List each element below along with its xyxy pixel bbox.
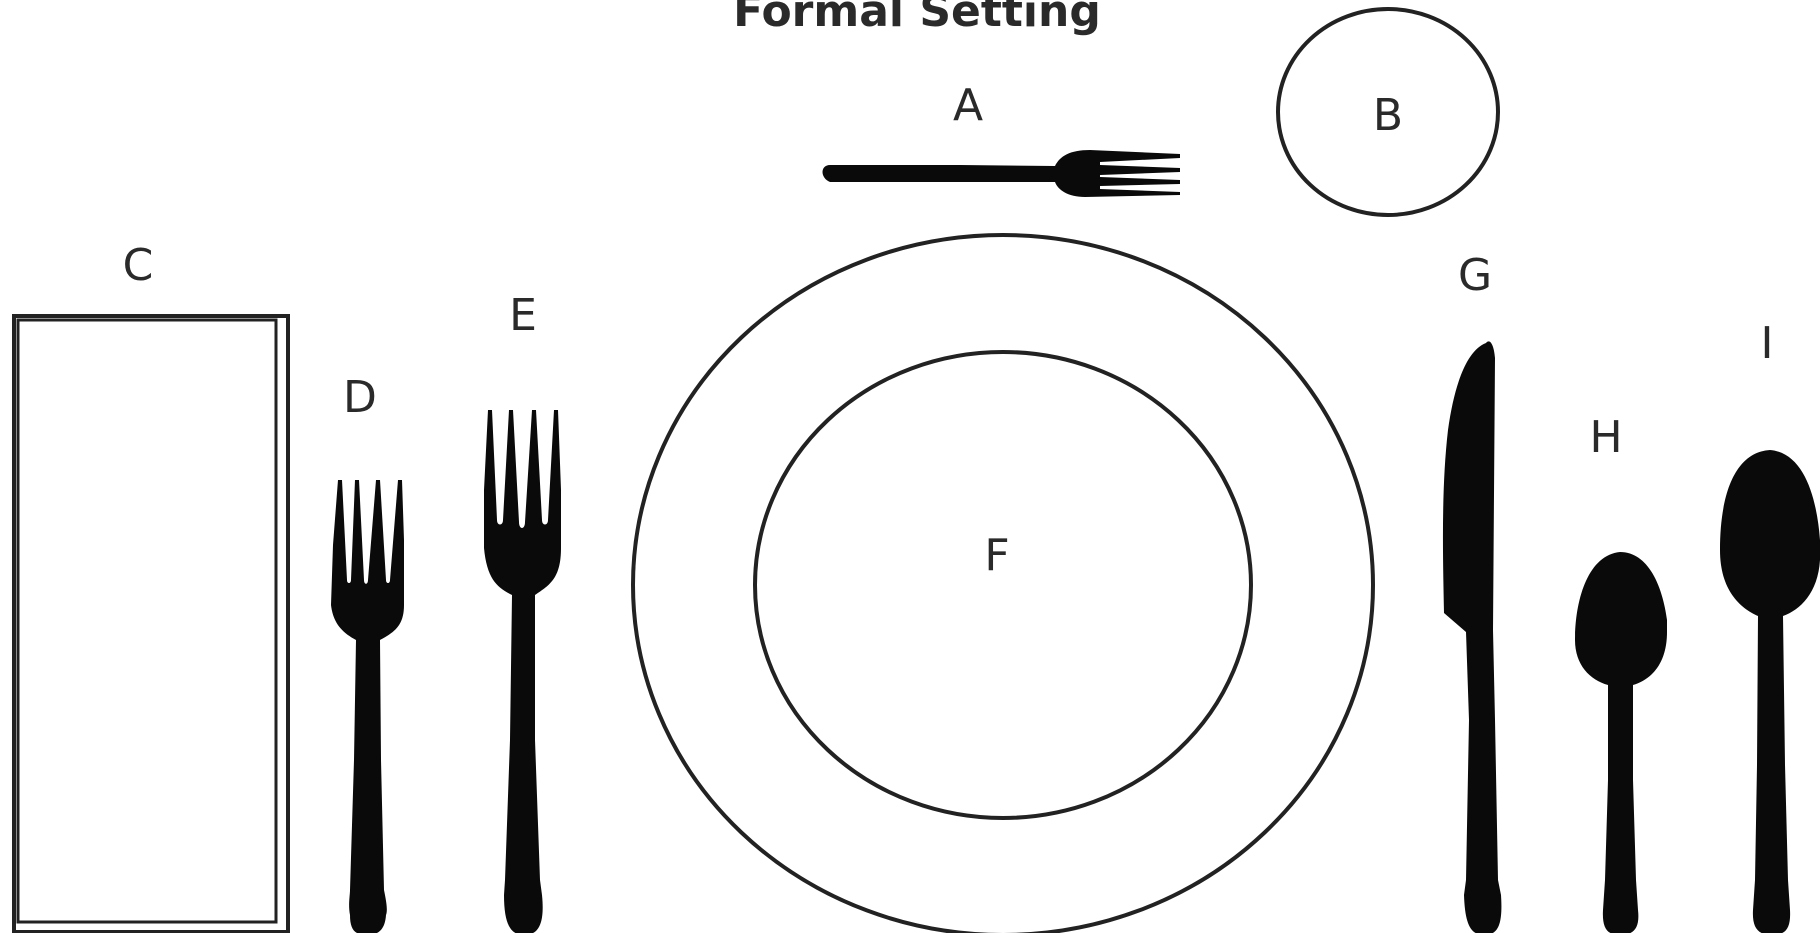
- label-a: A: [953, 80, 983, 131]
- diagram-title: Formal Setting: [733, 0, 1101, 37]
- label-h: H: [1589, 412, 1622, 463]
- label-e: E: [509, 290, 537, 341]
- teaspoon-h: [1575, 552, 1667, 933]
- label-d: D: [343, 372, 377, 423]
- salad-fork-d: [331, 480, 404, 933]
- napkin-c: [12, 314, 290, 933]
- dinner-fork-e: [484, 410, 561, 933]
- knife-g: [1442, 341, 1502, 933]
- soup-spoon-i: [1720, 450, 1820, 933]
- label-i: I: [1761, 318, 1774, 369]
- label-f: F: [984, 530, 1009, 581]
- label-c: C: [123, 240, 154, 291]
- dessert-fork-a: [822, 150, 1180, 197]
- bread-plate-b: [1276, 7, 1500, 217]
- label-b: B: [1373, 90, 1403, 141]
- dinner-plate-f: [631, 233, 1375, 933]
- label-g: G: [1458, 250, 1492, 301]
